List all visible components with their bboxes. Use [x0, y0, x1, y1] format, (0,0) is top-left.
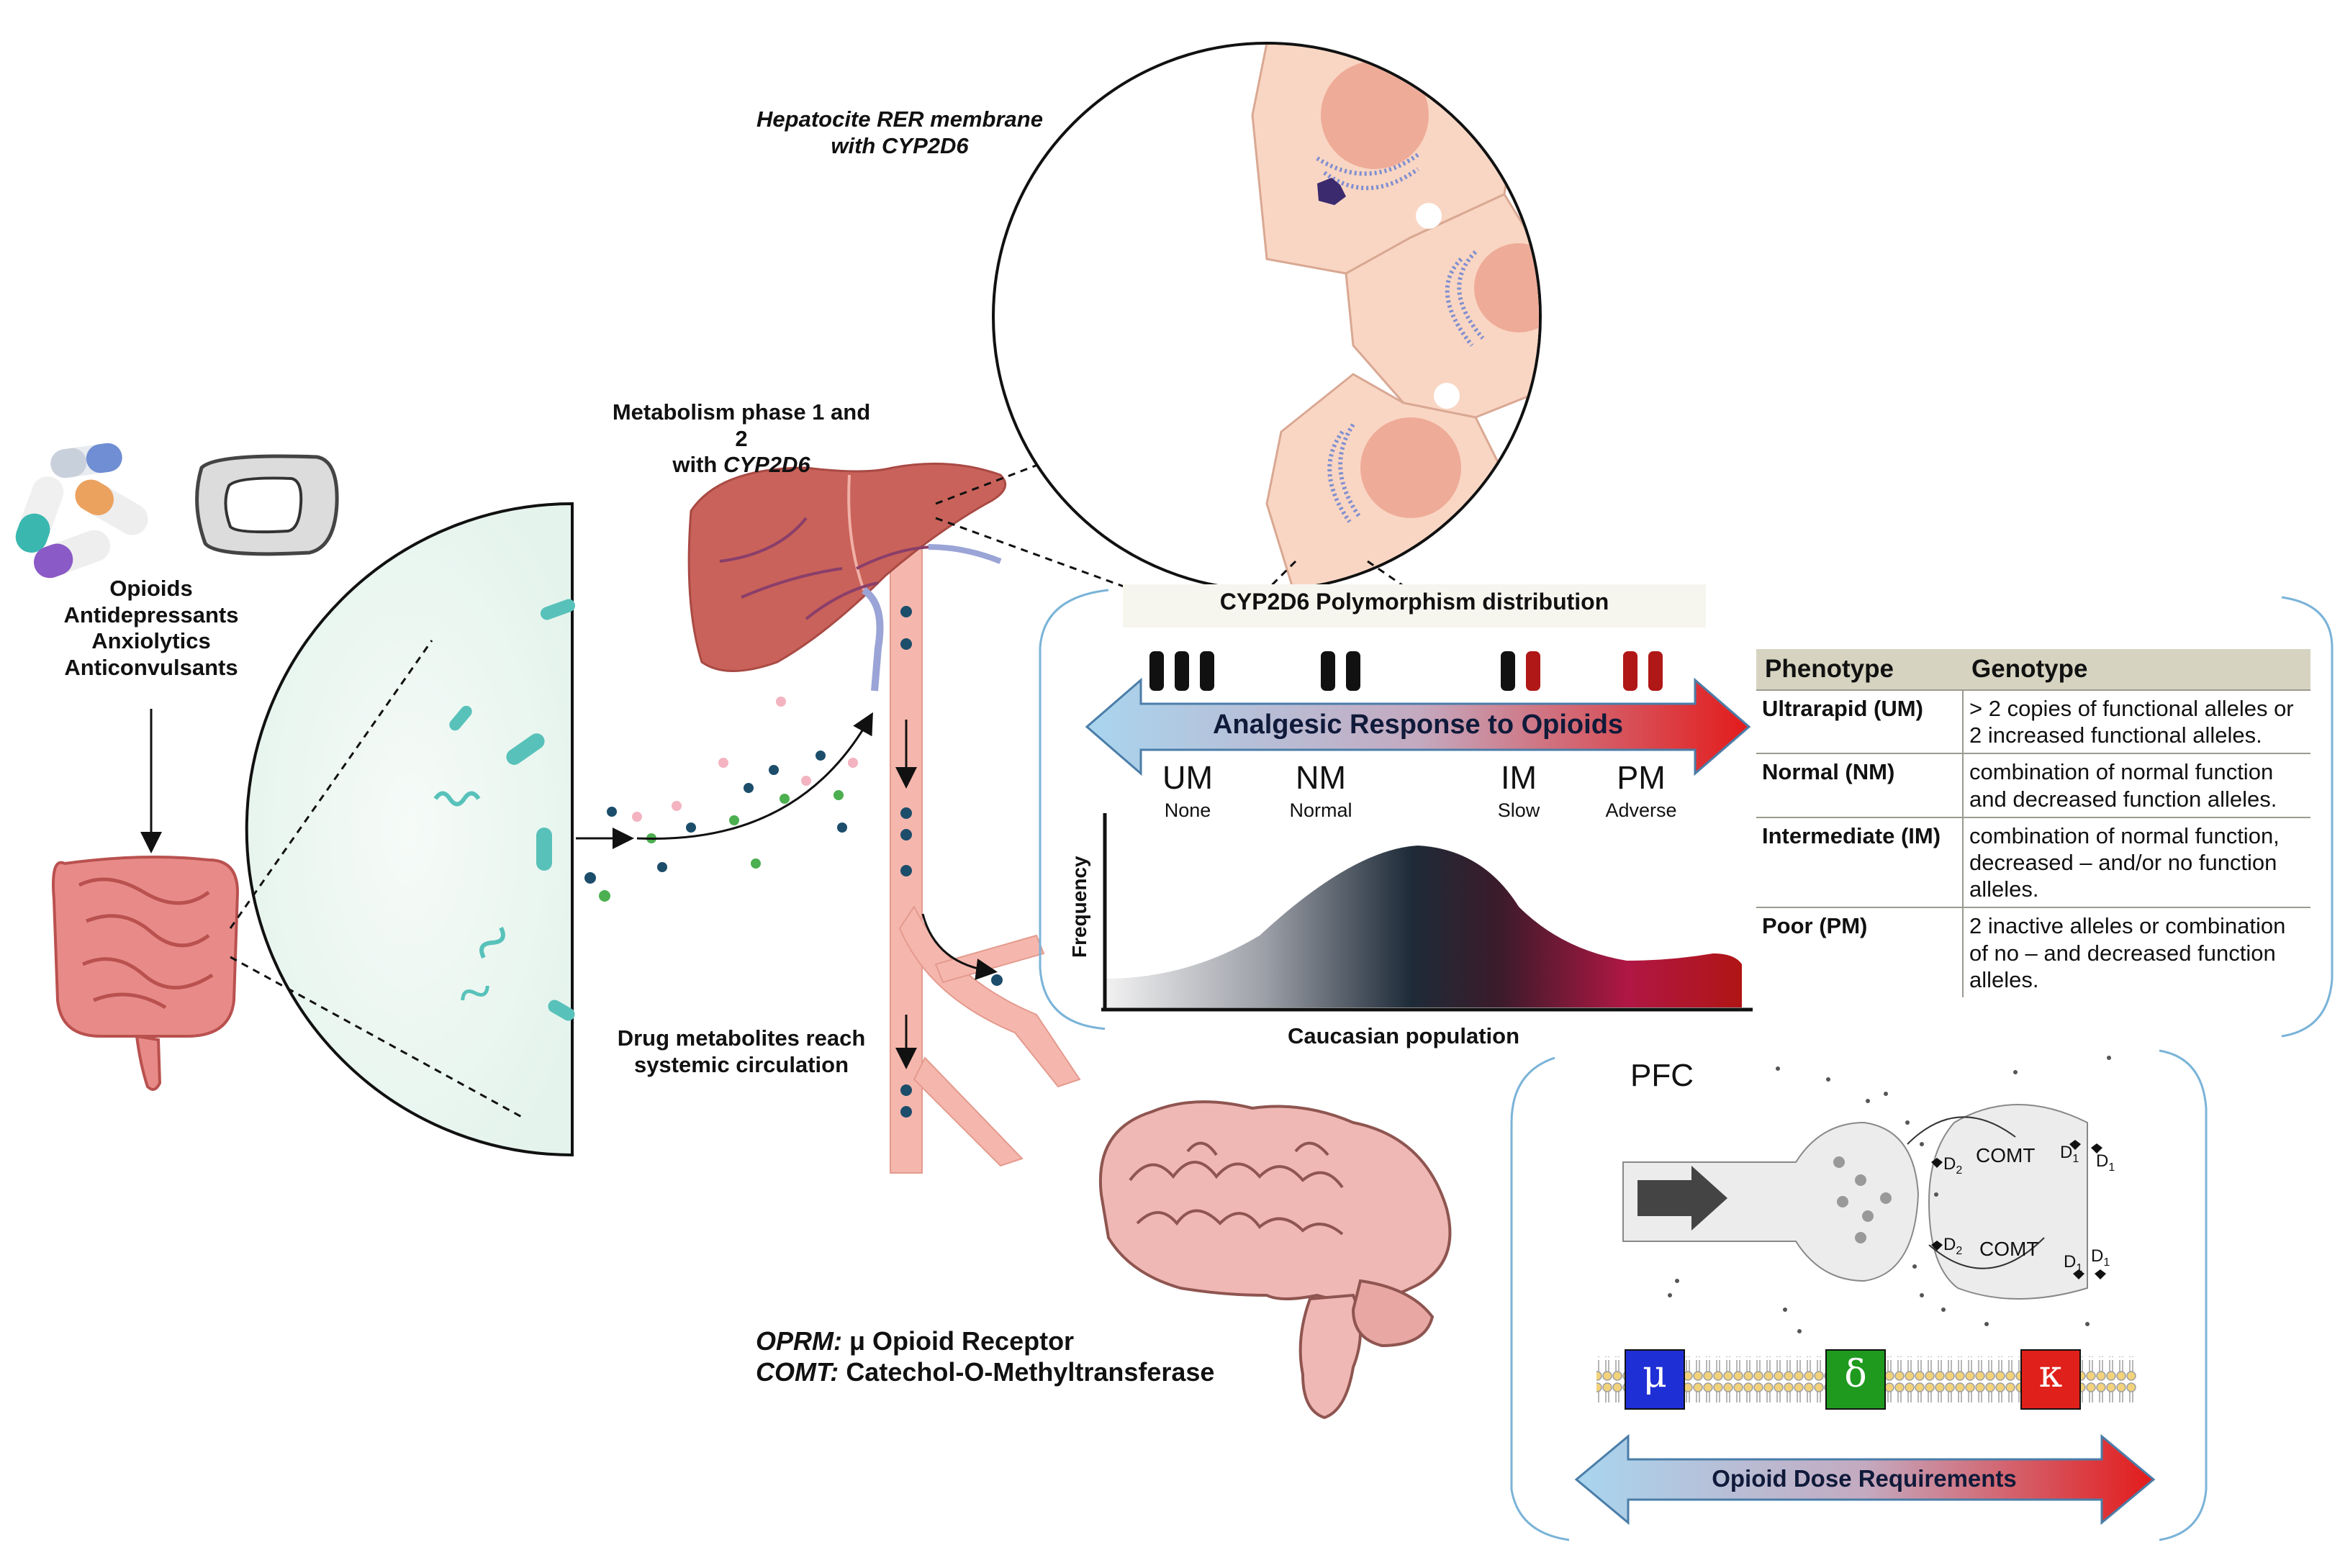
genotype-cell: combination of normal function, decrease… — [1963, 816, 2310, 908]
hepatocyte-label: Hepatocite RER membrane with CYP2D6 — [741, 107, 1058, 159]
phenotype-cell: Ultrarapid (UM) — [1756, 689, 1964, 754]
table-row: Intermediate (IM) combination of normal … — [1756, 816, 2310, 908]
response-pm-code: PM — [1617, 759, 1666, 796]
metabolism-enzyme: CYP2D6 — [723, 452, 810, 478]
zoom-line-top — [229, 640, 433, 929]
d1-label-4: D1 — [2091, 1246, 2110, 1269]
response-im: IM Slow — [1476, 759, 1562, 822]
response-im-code: IM — [1501, 759, 1537, 796]
phenotype-table-header: Phenotype Genotype — [1756, 649, 2310, 690]
d1-label-1: D1 — [2060, 1143, 2079, 1165]
table-row: Normal (NM) combination of normal functi… — [1756, 753, 2310, 817]
metabolism-with: with — [672, 452, 718, 478]
response-um: UM None — [1144, 759, 1231, 822]
kappa-receptor-label: κ — [2038, 1353, 2063, 1396]
drug-class-list: Opioids Antidepressants Anxiolytics Anti… — [29, 576, 274, 681]
response-nm-code: NM — [1296, 759, 1346, 796]
phenotype-cell: Normal (NM) — [1756, 753, 1964, 817]
pfc-label: PFC — [1630, 1058, 1694, 1093]
gene-oprm-name: OPRM: — [756, 1326, 842, 1356]
drug-class-antidepressants: Antidepressants — [63, 602, 239, 627]
phenotype-cell: Poor (PM) — [1756, 907, 1964, 997]
response-im-desc: Slow — [1497, 799, 1540, 821]
genotype-col-header: Genotype — [1963, 649, 2310, 690]
intestine-icon — [52, 856, 240, 1091]
metabolism-label-line2: with CYP2D6 — [605, 452, 878, 479]
gut-lumen-zoom — [245, 502, 574, 1157]
gene-legend: OPRM: μ Opioid Receptor COMT: Catechol-O… — [756, 1325, 1214, 1387]
polymorphism-title: CYP2D6 Polymorphism distribution — [1219, 589, 1609, 615]
d2-label-1: D2 — [1943, 1154, 1963, 1177]
zoom-line-bottom — [230, 956, 526, 1120]
drug-class-opioids: Opioids — [109, 576, 193, 601]
response-pm-desc: Adverse — [1605, 799, 1677, 821]
response-panel-bg — [1123, 756, 1706, 849]
hepatocyte-label-line2: with CYP2D6 — [831, 132, 969, 158]
allele-markers — [1149, 651, 1663, 691]
drug-class-anxiolytics: Anxiolytics — [91, 628, 211, 654]
drug-particles — [584, 697, 858, 902]
circulation-label-line2: systemic circulation — [633, 1051, 849, 1077]
d1-label-3: D1 — [2064, 1252, 2083, 1274]
response-um-code: UM — [1162, 759, 1213, 796]
pfc-panel-border — [1510, 1049, 2208, 1541]
gut-to-liver-arrow — [636, 712, 873, 840]
phenotype-cell: Intermediate (IM) — [1756, 816, 1964, 908]
d2-label-2: D2 — [1943, 1235, 1963, 1257]
comt-label-1: COMT — [1976, 1144, 2036, 1166]
circulation-label: Drug metabolites reach systemic circulat… — [605, 1025, 878, 1078]
gene-oprm-desc: μ Opioid Receptor — [849, 1326, 1075, 1356]
liver-icon — [687, 462, 1007, 692]
circulation-label-line1: Drug metabolites reach — [617, 1025, 866, 1051]
gene-comt-name: COMT: — [756, 1357, 839, 1387]
metabolism-label-line1: Metabolism phase 1 and 2 — [612, 399, 871, 451]
polymorphism-panel-border — [1039, 589, 1109, 1030]
pill-capsules-icon — [15, 443, 148, 579]
genotype-cell: 2 inactive alleles or combination of no … — [1963, 907, 2310, 997]
genotype-cell: > 2 copies of functional alleles or 2 in… — [1963, 689, 2310, 754]
analgesic-arrow-label: Analgesic Response to Opioids — [1212, 710, 1624, 740]
comt-label-2: COMT — [1979, 1238, 2039, 1260]
drug-class-anticonvulsants: Anticonvulsants — [64, 654, 238, 680]
response-nm: NM Normal — [1274, 759, 1368, 822]
phenotype-table: Phenotype Genotype Ultrarapid (UM) > 2 c… — [1756, 649, 2310, 997]
opioid-dose-label: Opioid Dose Requirements — [1712, 1465, 2017, 1492]
frequency-curve — [1105, 846, 1742, 1007]
kappa-receptor — [2020, 1349, 2081, 1410]
blood-vessels — [890, 546, 1081, 1174]
hepatocyte-zoom — [992, 42, 1542, 592]
frequency-axis-label: Frequency — [1068, 856, 1090, 958]
gene-oprm: OPRM: μ Opioid Receptor — [756, 1325, 1214, 1356]
transdermal-patch-icon — [195, 454, 339, 556]
gene-comt-desc: Catechol-O-Methyltransferase — [846, 1357, 1215, 1387]
phenotype-col-header: Phenotype — [1756, 649, 1963, 690]
phenotype-panel-border — [2281, 596, 2334, 1038]
genotype-cell: combination of normal function and decre… — [1963, 753, 2310, 817]
d1-label-2: D1 — [2096, 1151, 2115, 1174]
opioid-dose-arrow — [1574, 1433, 2156, 1526]
response-um-desc: None — [1164, 799, 1211, 821]
brain-icon — [1098, 1100, 1452, 1420]
delta-receptor-label: δ — [1844, 1353, 1867, 1396]
delta-receptor — [1825, 1349, 1886, 1410]
population-axis-label: Caucasian population — [1287, 1023, 1520, 1048]
table-row: Poor (PM) 2 inactive alleles or combinat… — [1756, 907, 2310, 997]
response-pm: PM Adverse — [1591, 759, 1691, 822]
bacteria-icon — [433, 599, 576, 1021]
response-nm-desc: Normal — [1289, 799, 1352, 821]
metabolism-label: Metabolism phase 1 and 2 with CYP2D6 — [605, 399, 878, 479]
polymorphism-title-bg — [1123, 584, 1706, 627]
synapse-diagram — [1622, 1056, 2111, 1333]
mu-receptor — [1625, 1349, 1685, 1410]
analgesic-response-arrow — [1085, 677, 1751, 776]
hepatocyte-label-line1: Hepatocite RER membrane — [756, 107, 1043, 132]
hepatocyte-enzyme: CYP2D6 — [882, 132, 969, 158]
mu-receptor-label: μ — [1643, 1353, 1667, 1396]
gene-comt: COMT: Catechol-O-Methyltransferase — [756, 1356, 1214, 1387]
frequency-chart — [1101, 813, 1753, 1036]
table-row: Ultrarapid (UM) > 2 copies of functional… — [1756, 689, 2310, 754]
hepatocyte-zoom-line — [1251, 560, 1297, 606]
